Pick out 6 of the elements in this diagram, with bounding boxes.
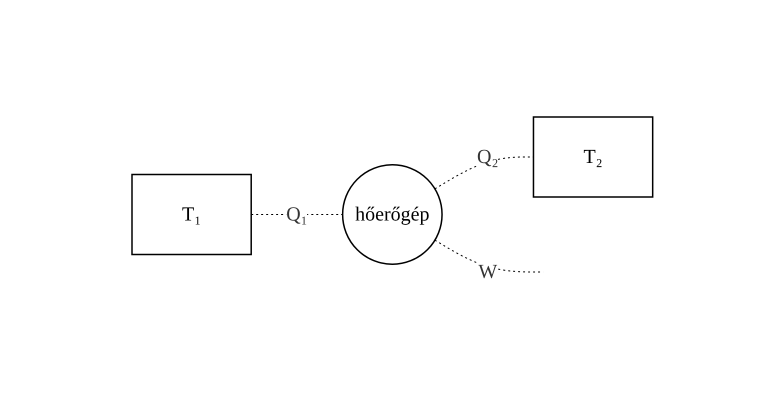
edge-label: Q₂ (476, 146, 498, 168)
edge-label: Q₁ (286, 204, 308, 226)
node-box: T₁ (130, 174, 252, 256)
node-circle: hőerőgép (342, 164, 442, 265)
edge-label: W (478, 261, 497, 283)
node-box: T₂ (532, 116, 654, 198)
